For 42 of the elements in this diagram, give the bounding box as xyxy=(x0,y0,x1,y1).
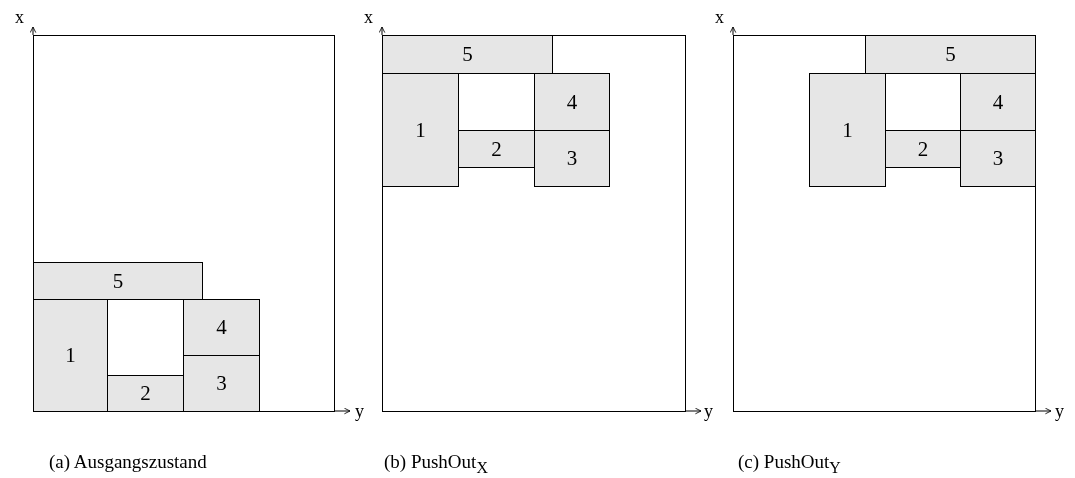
block-number: 1 xyxy=(65,345,76,366)
block-number: 4 xyxy=(566,91,578,113)
axis-label: x xyxy=(364,8,373,26)
block-number: 4 xyxy=(992,91,1004,113)
axis-label: y xyxy=(1055,402,1064,420)
rectangle-block xyxy=(960,73,1036,131)
axis-label: x xyxy=(15,8,24,26)
rectangle-block xyxy=(885,130,961,168)
rectangle-block xyxy=(183,355,260,412)
axis-label: y xyxy=(355,402,364,420)
rectangle-block xyxy=(183,299,260,356)
rectangle-block xyxy=(458,130,535,168)
rectangle-block xyxy=(33,262,203,300)
block-number: 4 xyxy=(216,317,227,338)
rectangle-block xyxy=(107,375,184,412)
block-number: 3 xyxy=(992,148,1004,169)
block-number: 3 xyxy=(216,373,227,394)
frame-rectangle xyxy=(733,35,1036,412)
block-number: 2 xyxy=(140,383,151,404)
axis-label: x xyxy=(715,8,724,26)
rectangle-block xyxy=(809,73,886,187)
block-number: 2 xyxy=(491,138,502,160)
rectangle-block xyxy=(534,73,610,131)
subfigure-caption: (a) Ausgangszustand xyxy=(49,452,207,471)
block-number: 5 xyxy=(945,44,956,65)
block-number: 1 xyxy=(415,119,426,141)
block-number: 5 xyxy=(112,270,124,292)
frame-rectangle xyxy=(33,35,335,412)
block-number: 3 xyxy=(566,148,578,169)
rectangle-block xyxy=(960,130,1036,187)
block-number: 2 xyxy=(917,138,929,160)
rectangle-block xyxy=(865,35,1036,74)
rectangle-block xyxy=(33,299,108,412)
frame-rectangle xyxy=(382,35,686,412)
block-number: 5 xyxy=(462,44,473,65)
rectangle-block xyxy=(382,73,459,187)
rectangle-block xyxy=(534,130,610,187)
subfigure-caption: (b) PushOut$_{X}$ xyxy=(384,452,488,476)
block-number: 1 xyxy=(842,119,853,141)
subfigure-caption: (c) PushOut$_{Y}$ xyxy=(738,452,841,476)
rectangle-block xyxy=(382,35,553,74)
axis-label: y xyxy=(704,402,713,420)
